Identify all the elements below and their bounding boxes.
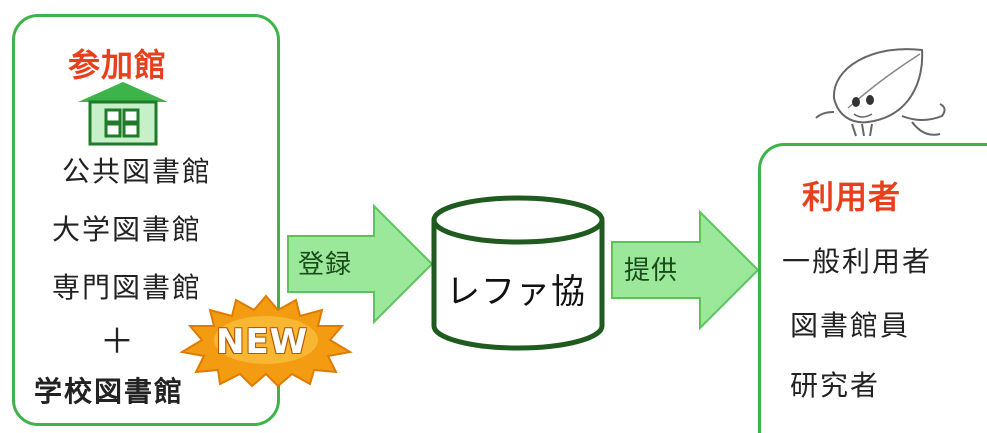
users-title: 利用者 [802,178,902,216]
participants-title: 参加館 [68,46,168,84]
database-label: レファ協 [446,272,586,312]
register-arrow [287,203,434,325]
participant-public-library: 公共図書館 [62,155,213,188]
user-researcher: 研究者 [790,369,881,402]
user-general: 一般利用者 [782,245,933,278]
database-cylinder [431,195,605,351]
participant-university-library: 大学図書館 [52,213,203,246]
provide-arrow [611,209,760,331]
new-badge-text: NEW [216,322,309,362]
new-badge-burst [179,294,353,388]
participant-special-library: 専門図書館 [52,271,203,304]
provide-label: 提供 [624,256,679,286]
mascot-leaf-character-icon [815,48,946,137]
plus-sign: ＋ [100,322,134,362]
register-label: 登録 [298,250,353,280]
participant-school-library: 学校図書館 [34,375,185,408]
user-librarian: 図書館員 [790,309,911,342]
users-panel [758,143,987,433]
library-icon [78,82,168,146]
